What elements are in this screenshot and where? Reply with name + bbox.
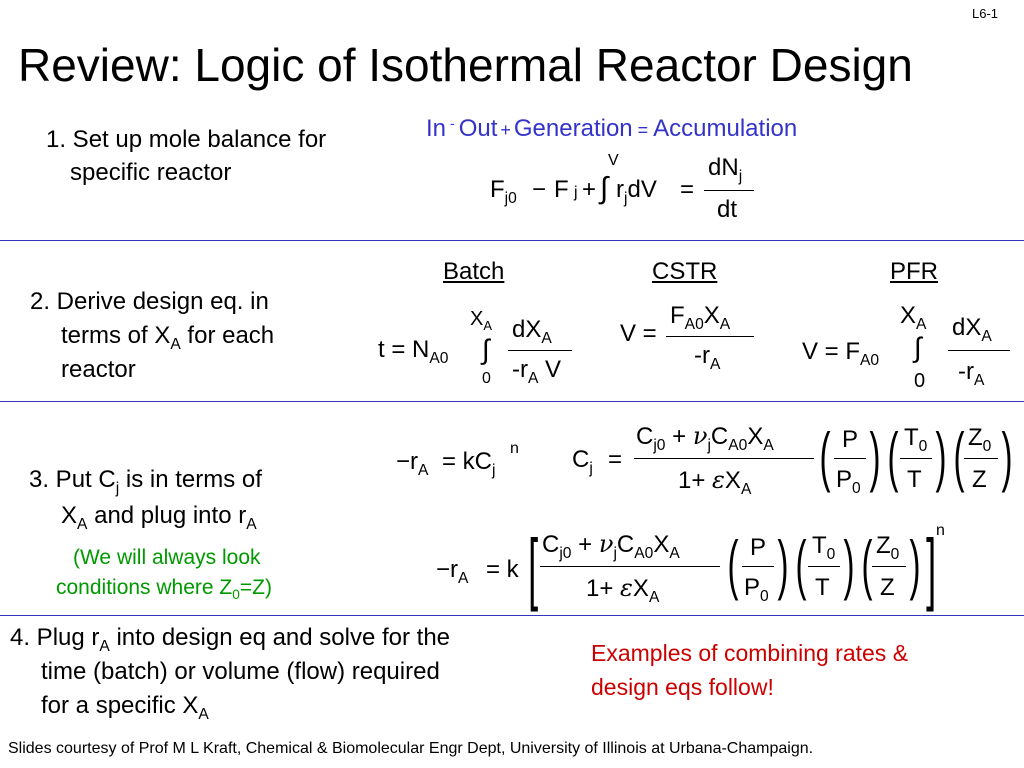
balance-out: Out [458, 115, 498, 142]
balance-in: In [426, 115, 447, 142]
step3-note-line1: (We will always look [73, 546, 261, 569]
step3-line2-sub2: A [246, 515, 257, 533]
step3-line2-sub: A [77, 515, 88, 533]
step4-line3-a: for a specific X [41, 692, 199, 719]
balance-accumulation: Accumulation [653, 115, 798, 142]
step3-text-line1: 3. Put Cj is in terms of [29, 466, 262, 497]
page-label: L6-1 [972, 6, 999, 21]
cstr-label: CSTR [652, 258, 718, 285]
divider-2 [0, 401, 1024, 402]
footer-credits: Slides courtesy of Prof M L Kraft, Chemi… [8, 740, 814, 757]
page-title: Review: Logic of Isothermal Reactor Desi… [18, 39, 913, 91]
step2-text-line1: 2. Derive design eq. in [30, 288, 269, 315]
step3-note2-sub: 0 [232, 587, 240, 603]
balance-generation: Generation [513, 115, 633, 142]
step2-line2-a: terms of X [61, 322, 171, 349]
step3-line1-a: 3. Put C [29, 466, 116, 493]
step3-note-line2: conditions where Z0=Z) [56, 576, 272, 603]
step4-line1-sub: A [99, 637, 110, 655]
step4-text-line1: 4. Plug rA into design eq and solve for … [10, 624, 451, 655]
step1-text-line1: 1. Set up mole balance for [46, 126, 327, 153]
balance-minus: - [450, 115, 455, 131]
step4-line1-a: 4. Plug r [10, 624, 100, 651]
step3-line1-b: is in terms of [119, 466, 262, 493]
step3-line1-sub: j [115, 479, 120, 497]
examples-note-line2: design eqs follow! [591, 674, 774, 700]
step2-text-line2: terms of XA for each [61, 322, 275, 353]
general-balance-words: In-Out+Generation=Accumulation [426, 115, 797, 143]
step3-note2-b: =Z) [239, 576, 272, 599]
pfr-label: PFR [890, 258, 938, 285]
divider-1 [0, 240, 1024, 241]
batch-label: Batch [443, 258, 505, 285]
step3-line2-a: X [61, 502, 78, 529]
balance-equals: = [637, 120, 649, 140]
step4-line1-b: into design eq and solve for the [109, 624, 451, 651]
step1-text-line2: specific reactor [70, 159, 232, 186]
step3-note2-a: conditions where Z [56, 576, 233, 599]
step2-text-line3: reactor [61, 356, 136, 383]
step4-text-line3: for a specific XA [41, 692, 209, 723]
step2-line2-b: for each [180, 322, 275, 349]
step4-text-line2: time (batch) or volume (flow) required [41, 658, 440, 685]
divider-3 [0, 615, 1024, 616]
step2-line2-sub: A [170, 335, 181, 353]
balance-plus: + [500, 120, 511, 140]
step3-line2-b: and plug into r [87, 502, 247, 529]
examples-note-line1: Examples of combining rates & [591, 640, 909, 666]
step4-line3-sub: A [198, 705, 209, 723]
step3-text-line2: XA and plug into rA [61, 502, 257, 533]
